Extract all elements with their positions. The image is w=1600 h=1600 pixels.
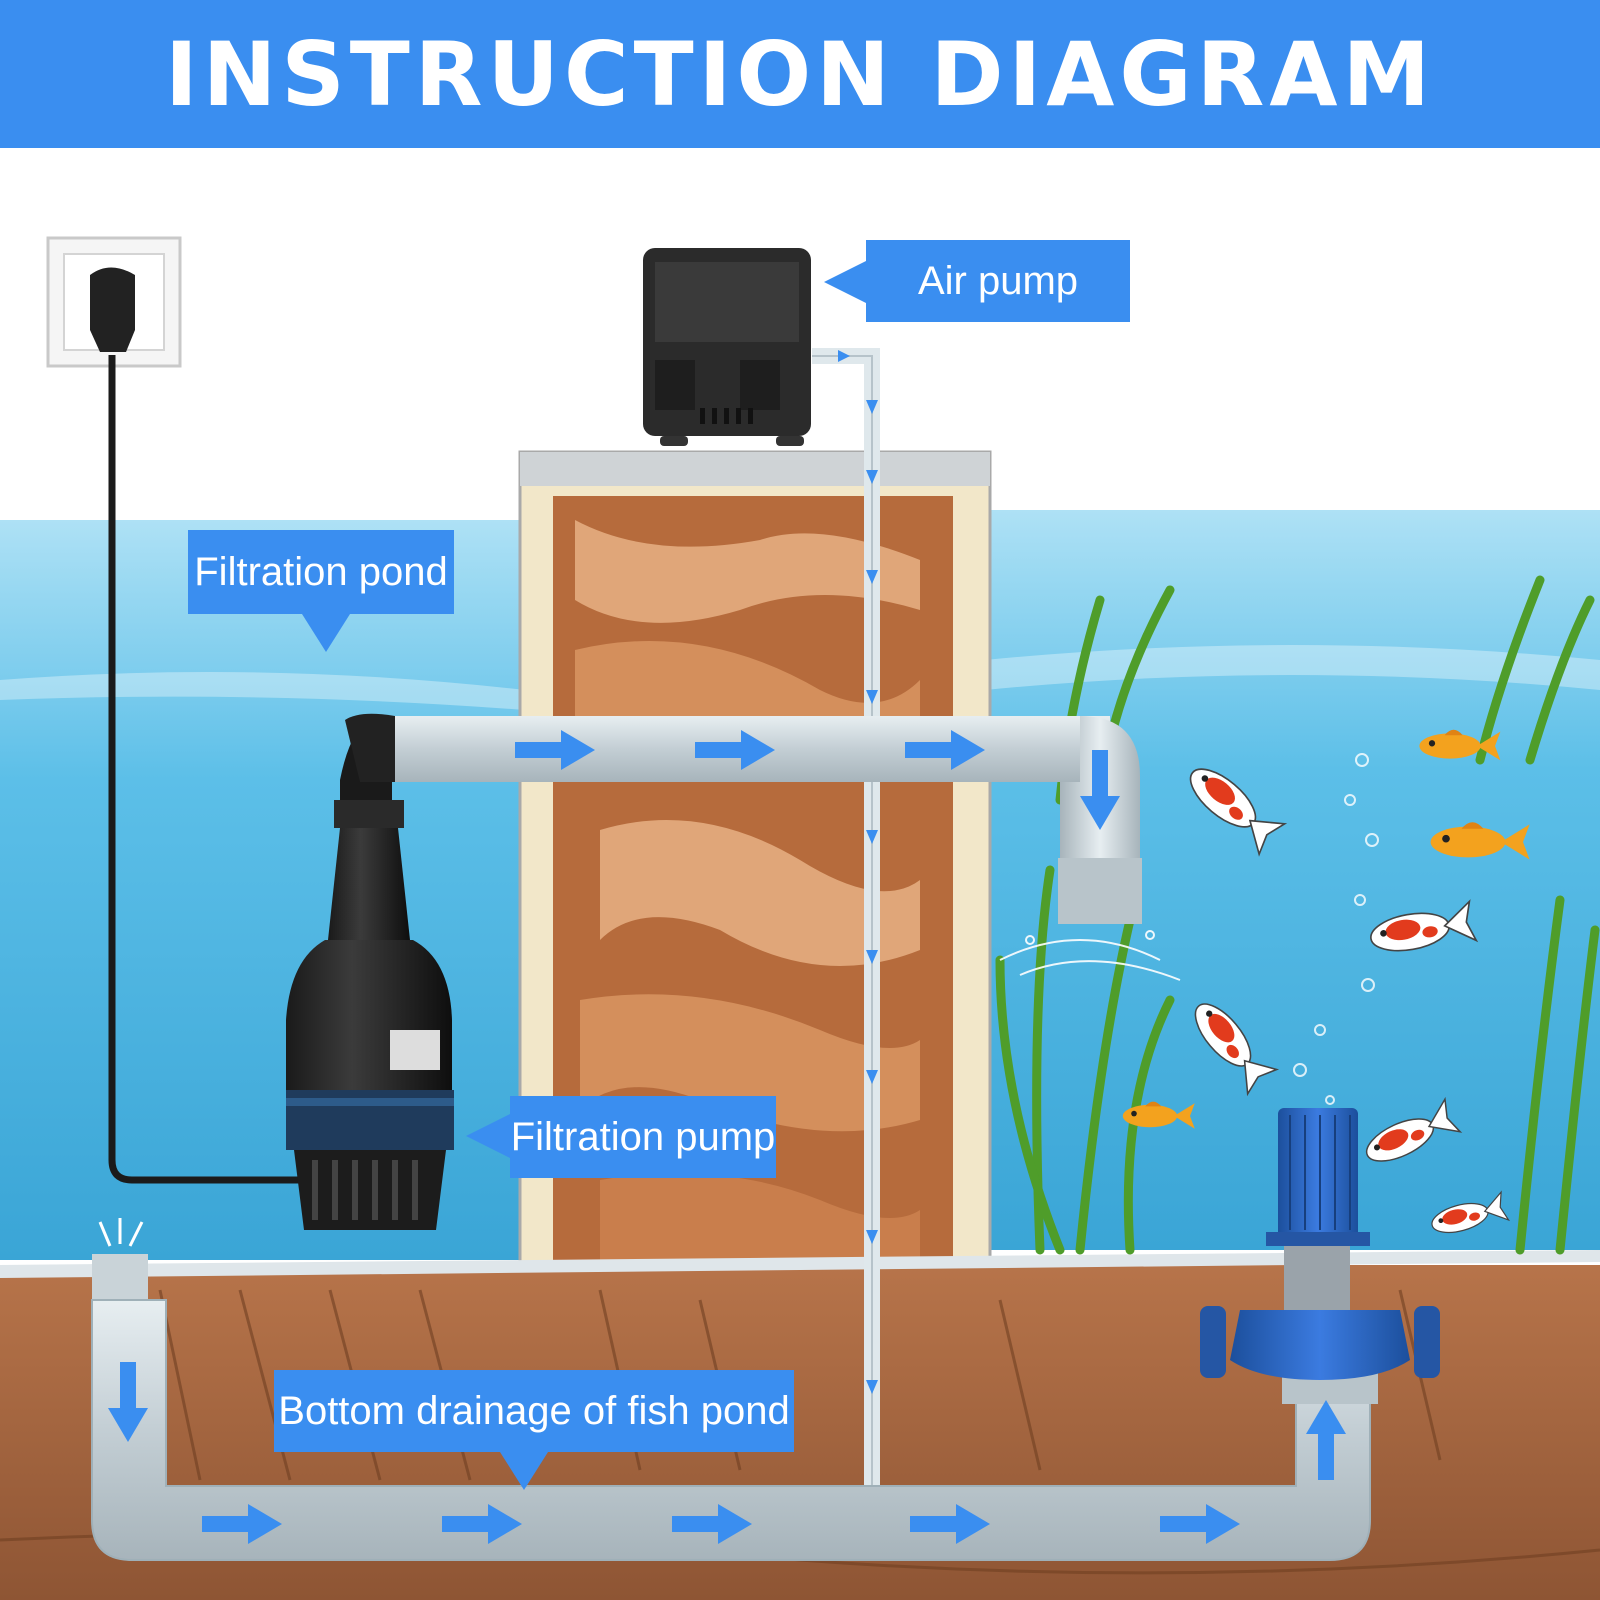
air-flow-arrows — [838, 350, 878, 1394]
filtration-pump-pointer — [466, 1114, 510, 1158]
filtration-pump-icon — [286, 713, 454, 1230]
water-spray-icon — [98, 1218, 144, 1247]
air-pump-icon — [643, 248, 811, 446]
air-pump-pointer — [824, 260, 868, 304]
filtration-pump-label: Filtration pump — [510, 1096, 776, 1178]
pond-scene — [0, 148, 1600, 1600]
filtration-pond-label: Filtration pond — [188, 530, 454, 614]
header-banner: INSTRUCTION DIAGRAM — [0, 0, 1600, 148]
page-title: INSTRUCTION DIAGRAM — [164, 22, 1436, 126]
circulation-pump-icon — [1200, 1108, 1440, 1380]
bottom-drainage-pointer — [500, 1452, 548, 1490]
air-pump-label: Air pump — [866, 240, 1130, 322]
bottom-drainage-label: Bottom drainage of fish pond — [274, 1370, 794, 1452]
filtration-pond-pointer — [302, 614, 350, 652]
power-plug-icon — [90, 267, 135, 352]
